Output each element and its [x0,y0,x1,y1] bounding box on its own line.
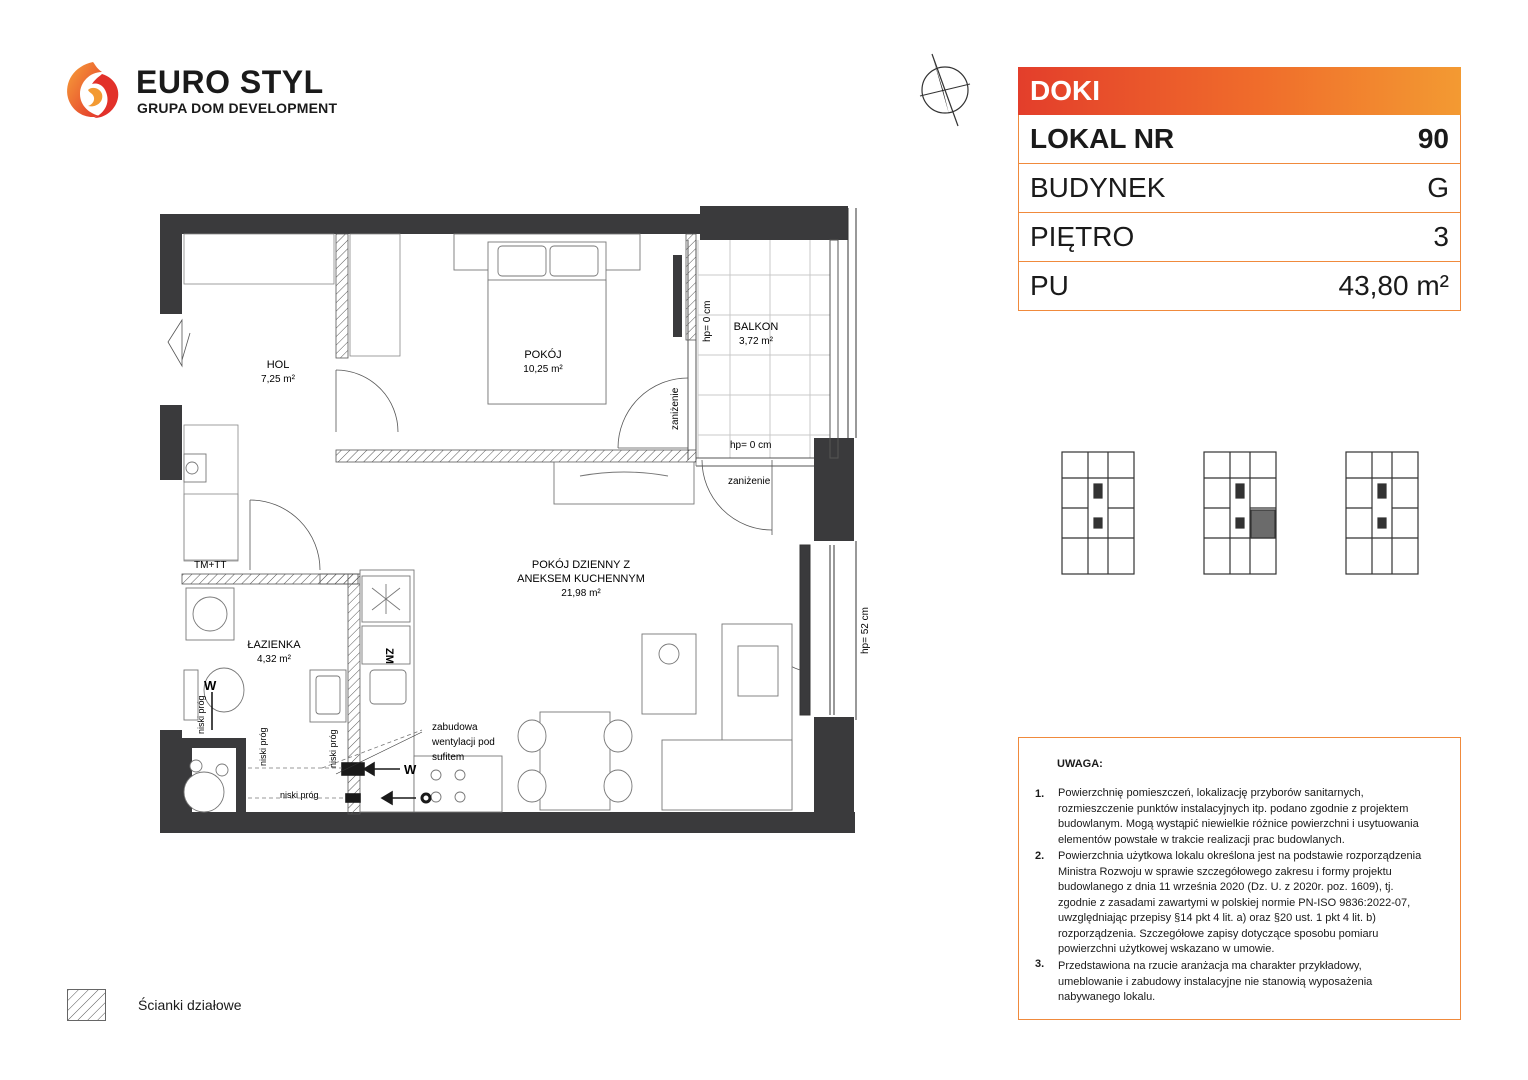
door-swings [167,318,801,671]
info-label-lokal: LOKAL NR [1030,123,1175,154]
project-banner: DOKI [1018,67,1461,115]
room-hol-name: HOL [267,359,290,371]
label-niski-prog-4: niski próg [280,790,319,800]
key-plan-2 [1203,451,1277,575]
radiator [673,255,682,337]
info-label-pu: PU [1030,270,1069,301]
label-zanizenie-2: zaniżenie [728,476,771,487]
note-3-number: 3. [1035,958,1045,970]
kitchen-counter [359,569,503,813]
label-zm: ZM [383,648,395,664]
brand-tagline: GRUPA DOM DEVELOPMENT [137,100,338,116]
room-dzienny-area: 21,98 m² [561,588,601,599]
label-hp-window: hp= 52 cm [860,607,871,654]
pipes [248,462,697,799]
balcony-railing [847,208,857,720]
note-1-number: 1. [1035,788,1045,800]
label-niski-prog-2: niski próg [258,727,268,766]
room-hol-area: 7,25 m² [261,374,296,385]
window-right [799,544,835,716]
label-hp-balcony-horizontal: hp= 0 cm [730,440,771,451]
label-zabudowa-2: wentylacji pod [431,737,495,748]
info-label-pietro: PIĘTRO [1030,221,1135,252]
note-3-text: Przedstawiona na rzucie aranżacja ma cha… [1058,960,1373,1003]
room-lazienka-area: 4,32 m² [257,654,292,665]
label-hp-balcony-vertical: hp= 0 cm [702,301,713,342]
notes-heading: UWAGA: [1057,758,1103,770]
label-w-marker-2: W [404,762,417,777]
label-niski-prog-3: niski próg [328,729,338,768]
dining-table [517,633,697,811]
key-plan-1 [1061,451,1135,575]
info-value-pu: 43,80 m² [1338,270,1450,301]
tv-bench [553,461,695,505]
vent-arrows [211,692,432,806]
room-lazienka-name: ŁAZIENKA [247,639,301,651]
info-row-budynek: BUDYNEK G [1018,164,1461,213]
floor-plan: HOL 7,25 m² POKÓJ 10,25 m² BALKON 3,72 m… [160,206,871,833]
partition-walls [181,233,697,815]
info-value-lokal: 90 [1417,123,1449,154]
room-dzienny-name-1: POKÓJ DZIENNY Z [532,558,630,571]
label-zabudowa-3: sufitem [432,752,464,763]
room-pokoj-area: 10,25 m² [523,364,563,375]
note-2-text: Powierzchnia użytkowa lokalu określona j… [1058,850,1422,955]
brand-logo: EURO STYL GRUPA DOM DEVELOPMENT [62,60,342,130]
annotation-leader [335,731,423,775]
note-1-text: Powierzchnię pomieszczeń, lokalizację pr… [1058,787,1419,846]
info-value-budynek: G [1427,172,1449,203]
note-2-number: 2. [1035,850,1045,862]
room-pokoj-name: POKÓJ [524,348,561,361]
info-row-lokal: LOKAL NR 90 [1018,115,1461,164]
building-key-plans [1061,451,1419,575]
notes-box: UWAGA: 1. Powierzchnię pomieszczeń, loka… [1018,737,1461,1020]
legend-label: Ścianki działowe [138,997,242,1013]
brand-name: EURO STYL [136,64,324,100]
sofa [661,623,793,811]
room-dzienny-name-2: ANEKSEM KUCHENNYM [517,573,645,585]
balcony-doors [687,240,814,467]
project-name: DOKI [1030,75,1100,106]
info-row-pu: PU 43,80 m² [1018,262,1461,311]
panel-border-right [1460,115,1461,311]
highlighted-unit [1250,509,1276,539]
bathroom-fixtures [183,453,347,813]
flame-logo-icon [67,62,119,118]
wardrobe-hol [183,233,401,562]
label-zanizenie-1: zaniżenie [670,387,681,430]
info-label-budynek: BUDYNEK [1030,172,1166,203]
room-balkon-area: 3,72 m² [739,336,774,347]
bed [453,233,641,405]
balcony-tiles [697,240,830,458]
outer-walls [160,206,855,833]
key-plan-3 [1345,451,1419,575]
label-zabudowa-1: zabudowa [432,722,478,733]
north-arrow-icon [919,53,971,127]
info-row-pietro: PIĘTRO 3 [1018,213,1461,262]
label-niski-prog-1: niski próg [196,695,206,734]
label-w-marker-1: W [204,678,217,693]
room-balkon-name: BALKON [734,321,779,333]
label-tm-tt: TM+TT [194,560,227,571]
legend-hatch-swatch [67,989,106,1021]
info-value-pietro: 3 [1433,221,1449,252]
panel-border-left [1018,115,1019,311]
